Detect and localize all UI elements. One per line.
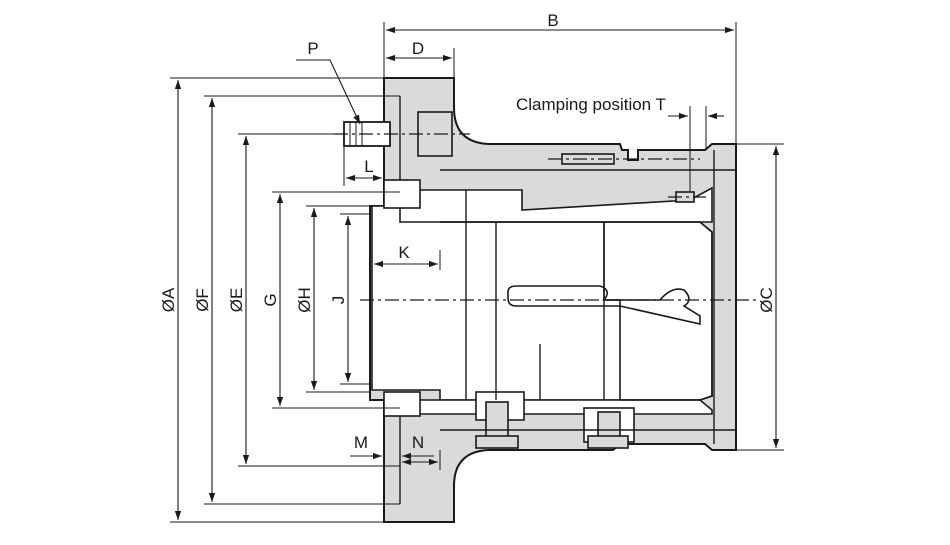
extension-lines [170, 22, 784, 523]
label-L: L [364, 157, 373, 176]
detail-lines [399, 96, 736, 504]
front-pocket [383, 179, 421, 209]
screw-right-head [587, 435, 629, 449]
inner-parts [417, 111, 713, 449]
lower-slot [399, 399, 713, 415]
label-C: ØC [757, 287, 776, 313]
label-E: ØE [227, 288, 246, 313]
label-G: G [261, 293, 280, 306]
label-F: ØF [193, 288, 212, 312]
front-pocket-lower [383, 391, 421, 417]
label-D: D [412, 39, 424, 58]
leader-P [296, 59, 361, 125]
label-J: J [329, 296, 348, 305]
dimension-lines [174, 26, 780, 520]
label-H: ØH [295, 287, 314, 313]
dimension-labels: ØA ØF ØE G ØH J ØC B D P L K M N Clampin… [159, 11, 776, 452]
inner-cavities [371, 179, 713, 443]
label-A: ØA [159, 287, 178, 312]
label-N: N [412, 433, 424, 452]
label-B: B [547, 11, 558, 30]
screw-left-head [475, 435, 519, 449]
label-M: M [354, 433, 368, 452]
label-K: K [398, 243, 410, 262]
label-clamping-position-T: Clamping position T [516, 95, 666, 114]
center-lines [334, 133, 760, 301]
label-P: P [307, 39, 318, 58]
